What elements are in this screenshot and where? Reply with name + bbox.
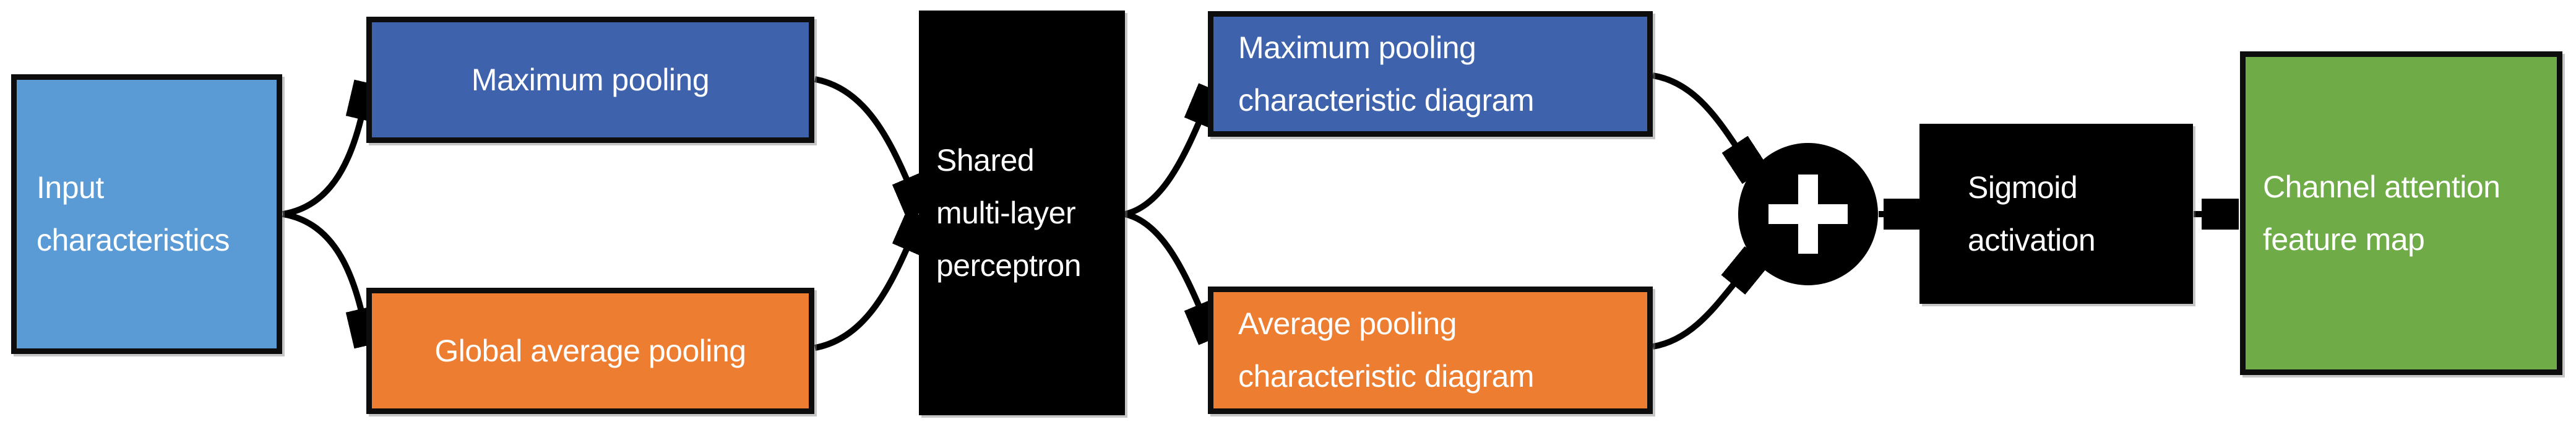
- node-label-line: characteristics: [37, 223, 230, 257]
- plus-icon: [1798, 175, 1818, 254]
- node-label-line: Global average pooling: [434, 333, 746, 368]
- sum-circle: [1738, 143, 1878, 285]
- node-sigmoid-activation: Sigmoid activation: [1919, 124, 2193, 304]
- node-label-line: multi-layer: [936, 195, 1076, 230]
- arrow-global-avg-pool-to-mlp: [814, 245, 908, 351]
- arrow-max-pool-to-mlp: [814, 76, 908, 183]
- arrow-avg-pool-diagram-to-sum: [1652, 281, 1736, 350]
- arrow-mlp-to-max-pool-diagram: [1124, 119, 1200, 217]
- node-label-line: Maximum pooling: [1238, 30, 1476, 65]
- node-label-line: Input: [37, 170, 104, 205]
- node-label-line: perceptron: [936, 248, 1082, 283]
- node-input-characteristics: Input characteristics: [11, 74, 282, 354]
- arrow-input-to-global-avg-pool: [282, 211, 362, 314]
- node-label-line: characteristic diagram: [1238, 359, 1535, 394]
- node-label-line: feature map: [2263, 222, 2425, 257]
- arrow-mlp-to-avg-pool-diagram: [1124, 211, 1200, 309]
- arrow-max-pool-diagram-to-sum: [1652, 72, 1738, 149]
- node-global-average-pooling: Global average pooling: [366, 288, 814, 414]
- node-shared-mlp: Shared multi-layer perceptron: [919, 11, 1125, 415]
- arrow-input-to-max-pool: [282, 114, 362, 217]
- node-maximum-pooling-characteristic-diagram: Maximum pooling characteristic diagram: [1208, 11, 1653, 137]
- node-maximum-pooling: Maximum pooling: [366, 17, 814, 143]
- node-label-line: characteristic diagram: [1238, 82, 1535, 118]
- node-label-line: Maximum pooling: [471, 62, 710, 97]
- node-label-line: Channel attention: [2263, 169, 2501, 204]
- node-label-line: Shared: [936, 142, 1035, 178]
- node-label-line: Average pooling: [1238, 306, 1457, 341]
- node-label-line: Sigmoid: [1968, 170, 2078, 205]
- node-label-line: activation: [1968, 222, 2096, 257]
- node-average-pooling-characteristic-diagram: Average pooling characteristic diagram: [1208, 287, 1653, 414]
- node-channel-attention-feature-map: Channel attention feature map: [2240, 51, 2562, 375]
